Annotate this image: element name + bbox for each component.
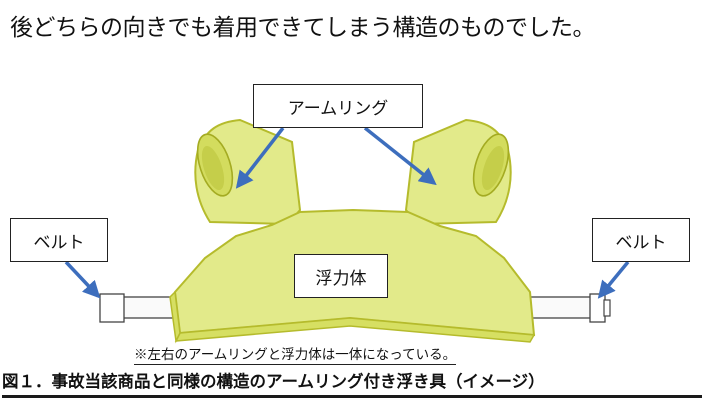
right-arm-ring (404, 118, 512, 226)
figure-caption: 図１．事故当該商品と同様の構造のアームリング付き浮き具（イメージ） (2, 368, 702, 398)
integration-note: ※左右のアームリングと浮力体は一体になっている。 (134, 343, 457, 365)
arrow-belt-right (597, 260, 630, 299)
label-arm-ring: アームリング (253, 84, 423, 128)
label-belt-right: ベルト (592, 218, 690, 262)
label-float-body: 浮力体 (294, 254, 388, 298)
left-arm-ring (194, 118, 302, 226)
label-belt-left: ベルト (10, 218, 108, 262)
arrow-arm-ring-right (363, 126, 437, 186)
arrow-belt-left (64, 260, 101, 299)
arrow-arm-ring-left (235, 126, 285, 189)
intro-heading: 後どちらの向きでも着用できてしまう構造のものでした。 (10, 15, 596, 41)
